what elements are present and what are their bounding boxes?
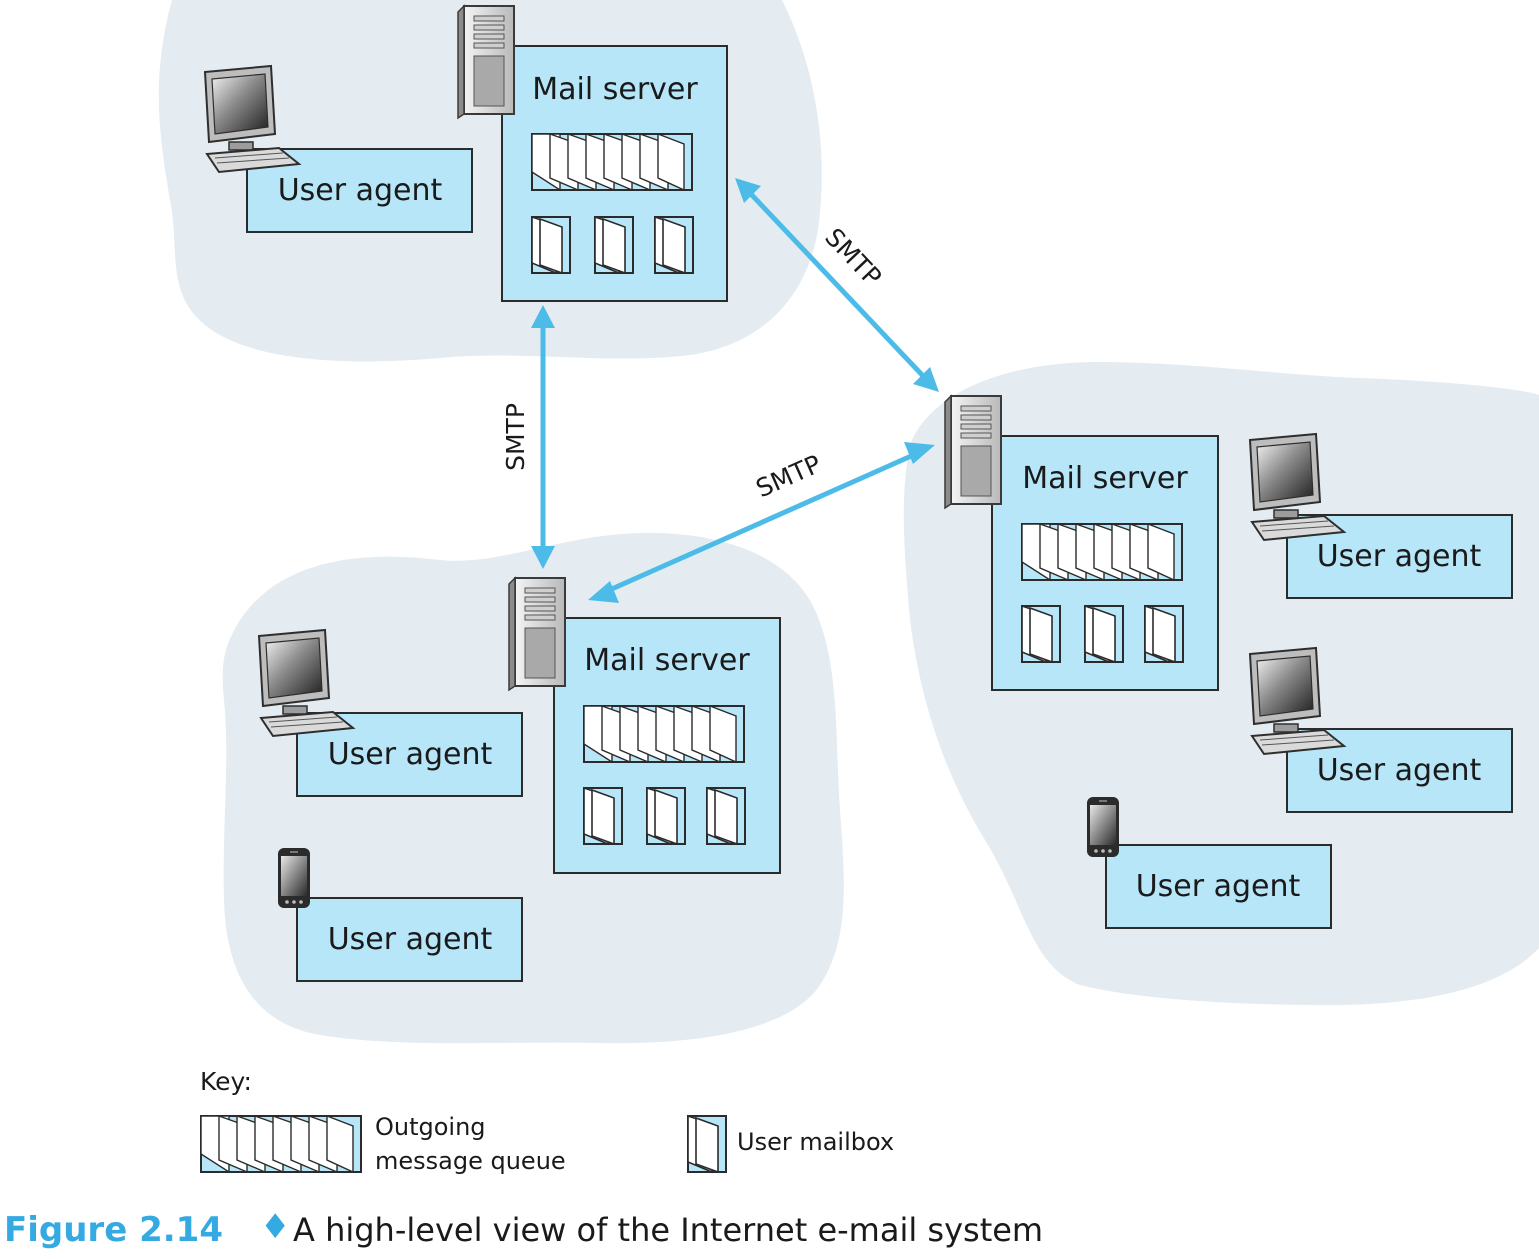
user-mailbox-icon: [654, 216, 694, 274]
mail-server-right: Mail server: [991, 435, 1219, 691]
user-mailbox-icon: [531, 216, 571, 274]
key-queue-label-line2: message queue: [375, 1147, 566, 1175]
smtp-arrow-top-to-bottom: [531, 305, 555, 569]
key-mailbox-label: User mailbox: [737, 1128, 894, 1156]
user-mailbox-icon: [583, 787, 623, 845]
user-agent-label: User agent: [328, 737, 493, 772]
outgoing-queue-icon: [531, 133, 693, 191]
user-mailbox-icon: [594, 216, 634, 274]
caption-text: A high-level view of the Internet e-mail…: [293, 1211, 1043, 1249]
user-mailbox-icon: [646, 787, 686, 845]
key-legend: Key: Outgoing message queue User mailbox: [200, 1067, 894, 1175]
server-tower-icon: [508, 577, 566, 691]
mail-server-label: Mail server: [584, 643, 750, 678]
smtp-label-diagonal-top: SMTP: [819, 223, 887, 292]
smtp-label-diagonal-bottom: SMTP: [752, 449, 826, 503]
key-title: Key:: [200, 1067, 252, 1096]
user-agent-label: User agent: [328, 922, 493, 957]
outgoing-queue-icon: [200, 1115, 362, 1173]
outgoing-queue-icon: [583, 705, 745, 763]
user-agent-label: User agent: [1317, 539, 1482, 574]
caption-separator: ♦: [260, 1207, 290, 1247]
smartphone-icon: [278, 848, 310, 908]
user-mailbox-icon: [1084, 605, 1124, 663]
outgoing-queue-icon: [1021, 523, 1183, 581]
smtp-arrow-top-to-right: [735, 178, 939, 392]
user-mailbox-icon: [706, 787, 746, 845]
mail-server-label: Mail server: [1022, 461, 1188, 496]
mail-server-label: Mail server: [532, 72, 698, 107]
figure-caption: Figure 2.14 ♦ A high-level view of the I…: [4, 1207, 1043, 1250]
key-queue-label-line1: Outgoing: [375, 1113, 486, 1141]
mail-server-bottom: Mail server: [553, 617, 781, 874]
server-tower-icon: [944, 395, 1002, 509]
user-mailbox-icon: [1021, 605, 1061, 663]
user-mailbox-icon: [1144, 605, 1184, 663]
user-agent-top: User agent: [246, 148, 473, 233]
mail-server-top: Mail server: [501, 45, 728, 302]
user-agent-label: User agent: [1317, 753, 1482, 788]
server-tower-icon: [457, 5, 515, 119]
user-agent-right-3: User agent: [1105, 844, 1332, 929]
user-mailbox-icon: [687, 1115, 727, 1173]
user-agent-label: User agent: [1136, 869, 1301, 904]
smtp-label-vertical: SMTP: [501, 403, 530, 471]
figure-number: Figure 2.14: [4, 1210, 223, 1250]
user-agent-label: User agent: [278, 173, 443, 208]
user-agent-bottom-2: User agent: [296, 897, 523, 982]
smartphone-icon: [1087, 797, 1119, 857]
smtp-arrow-bottom-to-right: [588, 442, 935, 603]
